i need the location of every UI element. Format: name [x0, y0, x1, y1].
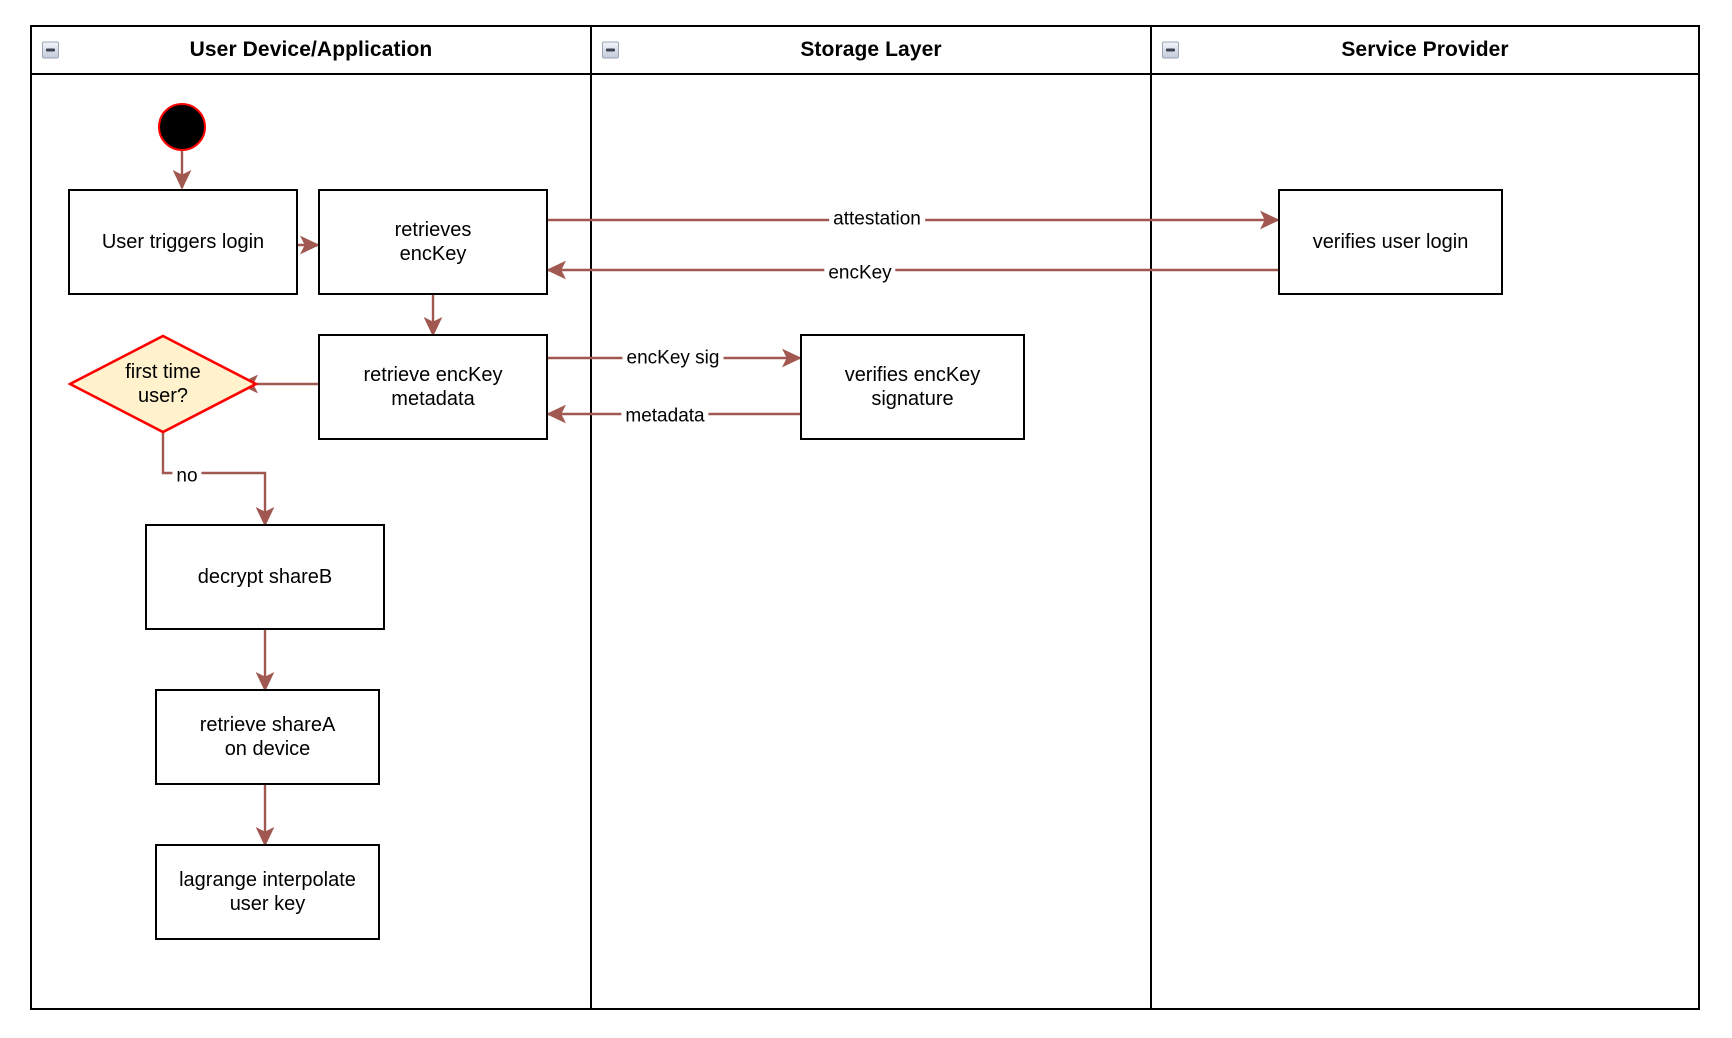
activity-user-triggers-login[interactable]: User triggers login — [68, 189, 298, 295]
lane-title-user-device: User Device/Application — [189, 38, 433, 61]
lane-title-service-provider: Service Provider — [1341, 38, 1509, 61]
activity-label: decrypt shareB — [197, 565, 333, 588]
collapse-icon-storage-layer[interactable] — [602, 41, 619, 59]
activity-retrieve-sharea[interactable]: retrieve shareA on device — [155, 689, 380, 785]
activity-decrypt-shareb[interactable]: decrypt shareB — [145, 524, 385, 630]
lane-header-user-device[interactable]: User Device/Application — [32, 27, 590, 75]
activity-label: verifies user login — [1312, 230, 1469, 253]
lane-divider-1 — [590, 27, 592, 1008]
activity-retrieve-enckey-metadata[interactable]: retrieve encKey metadata — [318, 334, 548, 440]
decision-diamond-shape — [68, 334, 258, 434]
lane-header-storage-layer[interactable]: Storage Layer — [592, 27, 1150, 75]
lane-title-storage-layer: Storage Layer — [800, 38, 942, 61]
start-node[interactable] — [158, 103, 206, 151]
collapse-icon-user-device[interactable] — [42, 41, 59, 59]
decision-label: first time user? — [125, 361, 201, 407]
edge-label-enckey-sig: encKey sig — [622, 348, 724, 370]
activity-label: lagrange interpolate user key — [179, 868, 356, 915]
edge-label-metadata: metadata — [621, 406, 709, 428]
lane-header-service-provider[interactable]: Service Provider — [1152, 27, 1698, 75]
edge-label-attestation: attestation — [829, 209, 925, 231]
activity-verifies-user-login[interactable]: verifies user login — [1278, 189, 1503, 295]
activity-lagrange-interpolate[interactable]: lagrange interpolate user key — [155, 844, 380, 940]
collapse-icon-service-provider[interactable] — [1162, 41, 1179, 59]
edge-label-no: no — [172, 466, 202, 488]
activity-label: retrieve shareA on device — [199, 713, 336, 760]
decision-first-time-user[interactable]: first time user? — [68, 334, 258, 434]
activity-label: retrieve encKey metadata — [363, 363, 503, 410]
edge-label-enckey: encKey — [824, 263, 896, 285]
activity-label: verifies encKey signature — [844, 363, 981, 410]
activity-label: User triggers login — [101, 230, 265, 253]
activity-label: retrieves encKey — [394, 218, 472, 265]
lane-divider-2 — [1150, 27, 1152, 1008]
activity-verifies-enckey-signature[interactable]: verifies encKey signature — [800, 334, 1025, 440]
activity-retrieves-enckey[interactable]: retrieves encKey — [318, 189, 548, 295]
